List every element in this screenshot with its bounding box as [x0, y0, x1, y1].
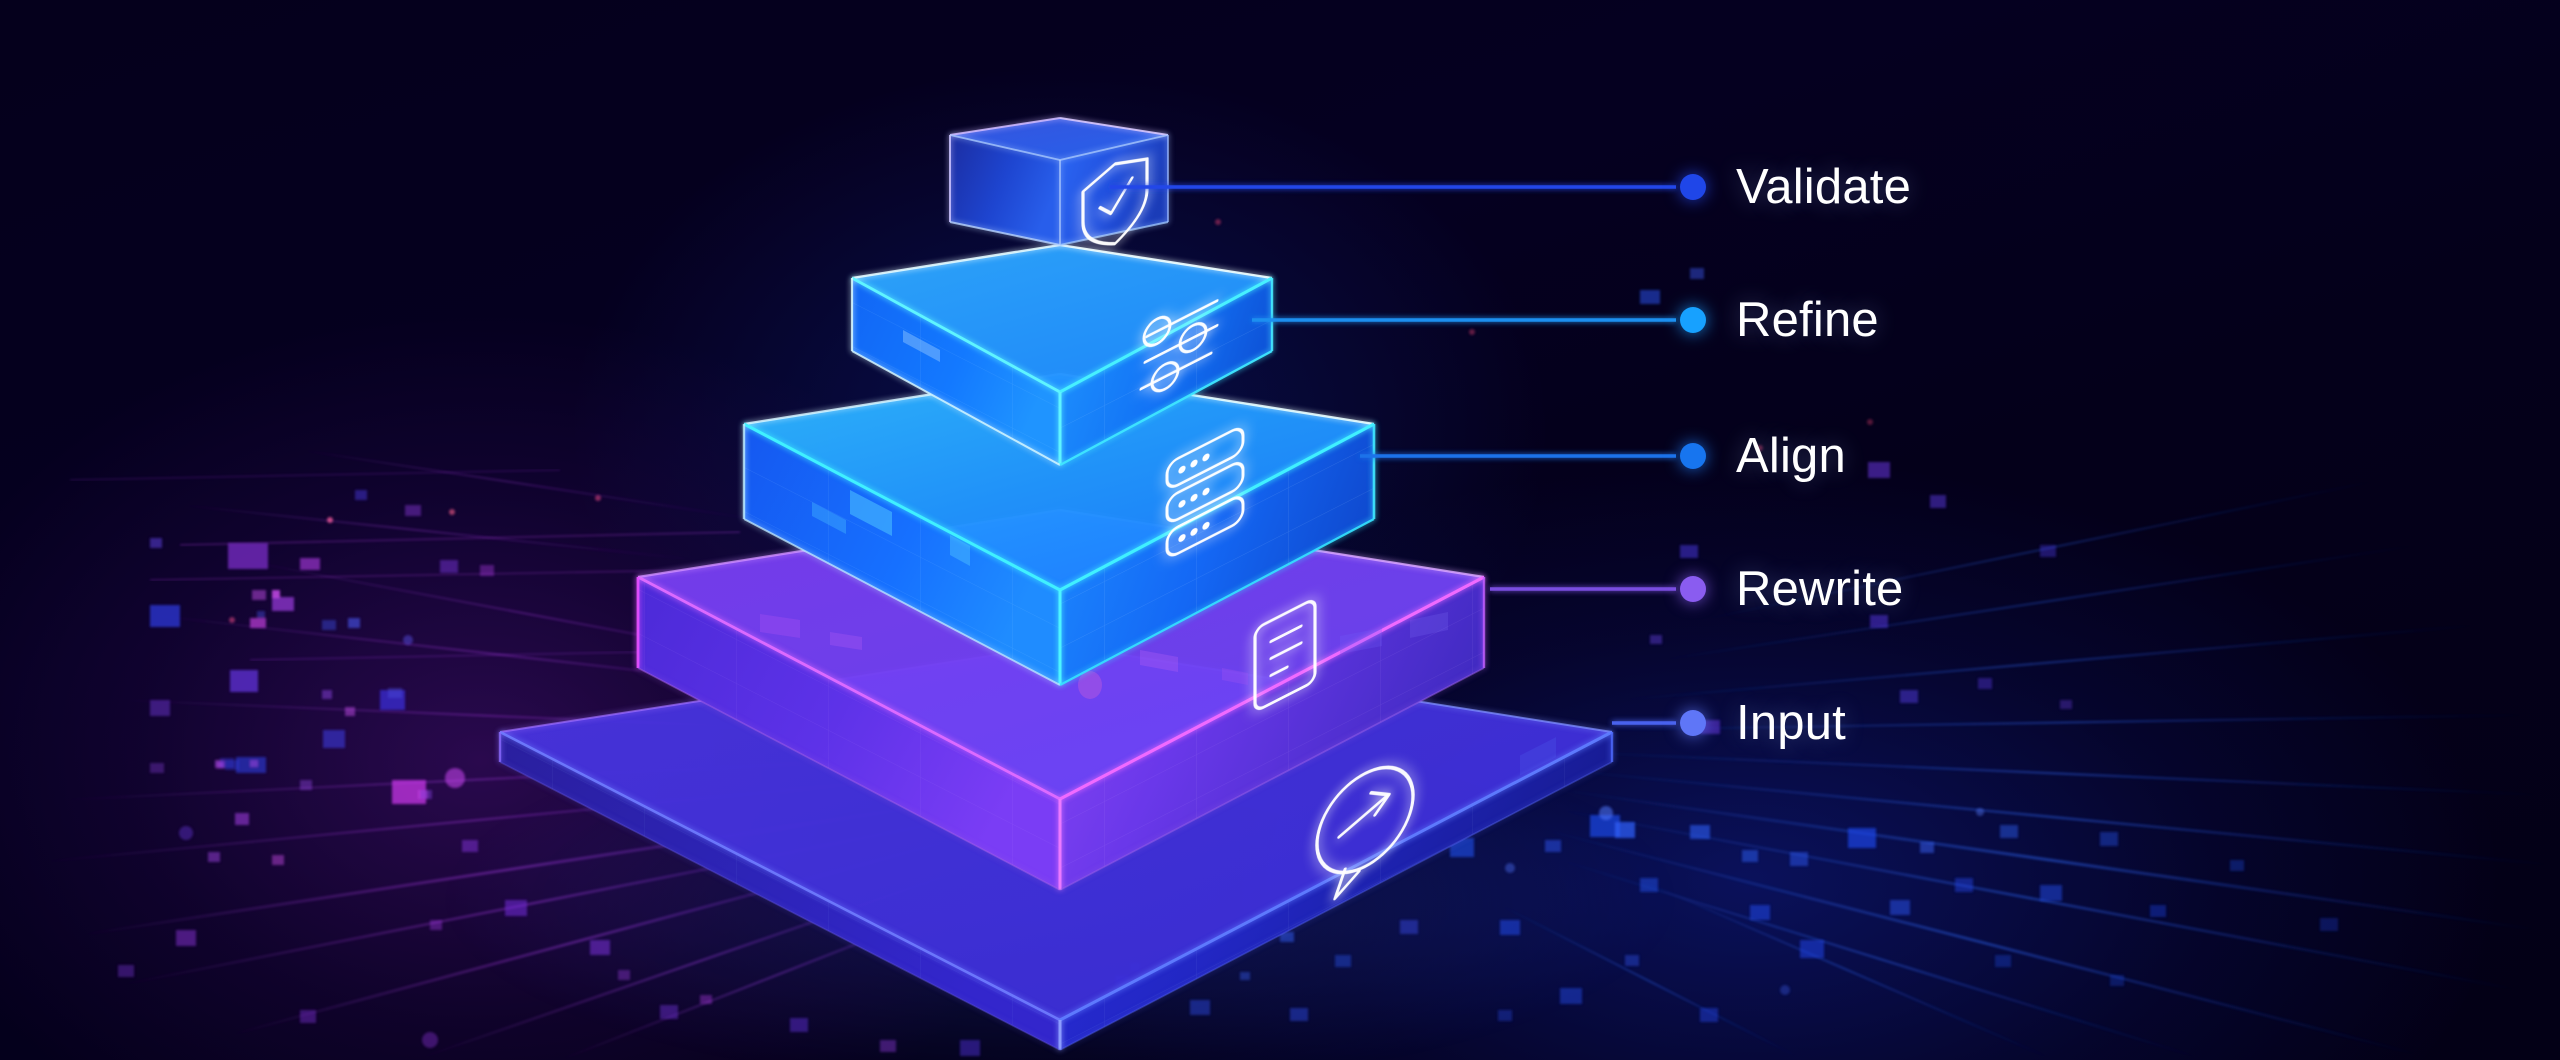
tier-rewrite-surface-chips: [760, 612, 1448, 699]
tier-validate-right-face: [1060, 135, 1168, 245]
server-stack-icon: [1165, 427, 1245, 557]
legend-label-align: Align: [1736, 428, 1846, 483]
tier-validate-edges: [949, 117, 1169, 246]
tier-rewrite-left-grid: [638, 577, 1060, 890]
legend-item-input[interactable]: Input: [1680, 688, 1846, 758]
chat-arrow-icon: [1315, 765, 1415, 901]
legend-dot-refine: [1680, 307, 1706, 333]
tier-refine-surface-chip: [903, 330, 940, 362]
tier-align-surface-chips: [812, 490, 970, 566]
tier-refine-top-face: [852, 245, 1272, 392]
tier-refine-right-grid: [1060, 278, 1272, 465]
legend-dot-rewrite: [1680, 576, 1706, 602]
legend-dot-input: [1680, 710, 1706, 736]
tier-validate-left-face: [950, 135, 1060, 245]
tier-align-right-grid: [1060, 424, 1374, 685]
sliders-icon: [1139, 299, 1219, 393]
legend-item-validate[interactable]: Validate: [1680, 152, 1911, 222]
tier-align-left-grid: [744, 424, 1060, 685]
legend-label-validate: Validate: [1736, 159, 1912, 214]
legend-item-align[interactable]: Align: [1680, 421, 1846, 491]
tier-refine-left-grid: [852, 278, 1060, 465]
legend-label-refine: Refine: [1736, 292, 1879, 347]
legend-label-input: Input: [1736, 695, 1846, 750]
tier-align[interactable]: [742, 372, 1376, 686]
legend-item-rewrite[interactable]: Rewrite: [1680, 554, 1904, 624]
tier-validate[interactable]: [949, 117, 1169, 260]
legend-dot-align: [1680, 443, 1706, 469]
tier-refine[interactable]: [850, 243, 1274, 467]
tier-align-top-face: [744, 374, 1374, 590]
legend-item-refine[interactable]: Refine: [1680, 285, 1879, 355]
tier-input-left-grid: [500, 732, 1060, 1050]
tier-input-right-grid: [1060, 732, 1612, 1050]
legend-label-rewrite: Rewrite: [1736, 561, 1904, 616]
document-lines-icon: [1253, 600, 1317, 710]
shield-check-icon: [1081, 157, 1149, 246]
legend-list: Validate Refine Align Rewrite Input: [1680, 0, 2440, 1060]
legend-dot-validate: [1680, 174, 1706, 200]
tier-validate-top-face: [950, 118, 1168, 160]
tier-input-surface-chips: [1520, 737, 1556, 776]
tier-rewrite-right-grid: [1060, 577, 1484, 890]
